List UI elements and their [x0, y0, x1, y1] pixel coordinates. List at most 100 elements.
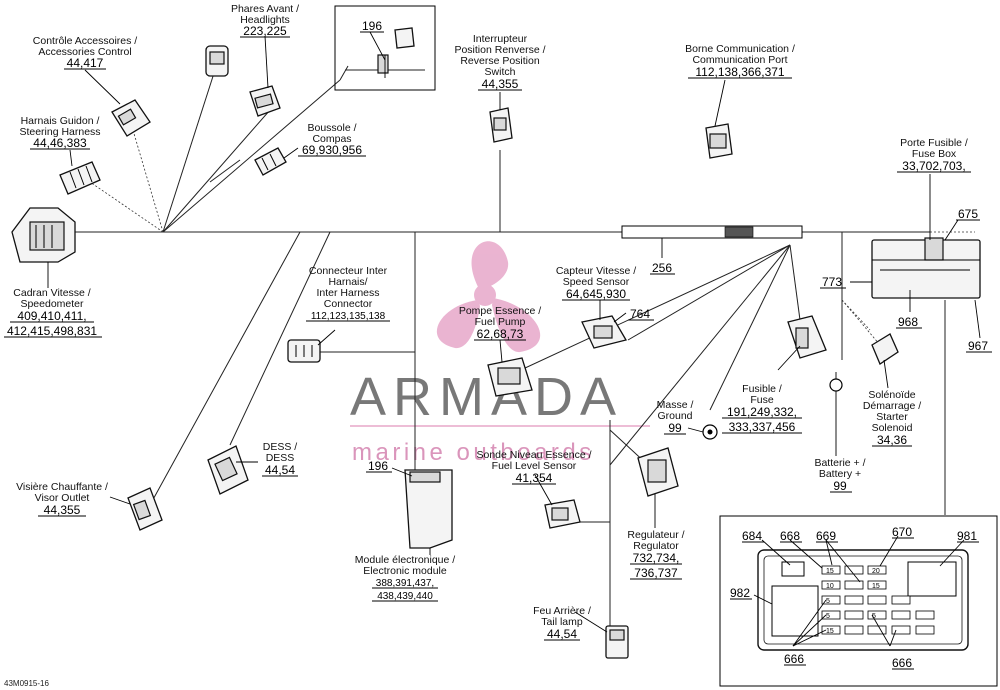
fuse-box-housing	[871, 237, 981, 299]
ref-968: 968	[898, 315, 918, 329]
ground-terminal	[702, 424, 718, 440]
visor-outlet-connector	[127, 487, 163, 531]
part-numbers: 44,46,383	[33, 136, 87, 150]
reverse-switch-connector	[489, 107, 513, 143]
ref-669: 669	[816, 529, 836, 543]
part-numbers: 388,391,437,	[376, 578, 434, 589]
label-tail-lamp: Feu Arrière / Tail lamp 44,54	[533, 605, 591, 641]
part-numbers: 732,734,	[633, 551, 680, 565]
accessories-control-connector	[111, 99, 151, 137]
label-line: Feu Arrière /	[533, 605, 591, 617]
label-line: Fuel Level Sensor	[492, 460, 577, 472]
label-line: Compas	[312, 133, 351, 145]
battery-terminal	[829, 372, 843, 392]
tail-lamp-connector	[605, 625, 629, 659]
label-accessories-control: Contrôle Accessoires / Accessories Contr…	[33, 35, 138, 70]
fuse-rating: 5	[826, 598, 830, 605]
starter-solenoid-connector	[871, 333, 899, 365]
ref-670: 670	[892, 525, 912, 539]
ref-196-inset	[334, 5, 436, 91]
label-line: Porte Fusible /	[900, 137, 968, 149]
label-line: Démarrage /	[863, 400, 921, 412]
label-battery: Batterie + / Battery + 99	[814, 457, 865, 493]
label-line: Inter Harness	[316, 287, 379, 299]
label-line: Phares Avant /	[231, 3, 299, 15]
label-line: Connecteur Inter	[309, 265, 388, 277]
fuse-rating: 10	[826, 583, 834, 590]
label-line: Position Renverse /	[454, 44, 545, 56]
watermark-title: ARMADA	[350, 367, 623, 427]
fuel-level-sensor-connector	[544, 499, 581, 529]
harness-sleeve-256	[621, 225, 803, 239]
fuse-holder	[787, 315, 827, 359]
label-line: DESS /	[263, 441, 298, 453]
label-line: Capteur Vitesse /	[556, 265, 636, 277]
part-numbers: 438,439,440	[377, 591, 433, 602]
label-line: Speedometer	[20, 298, 84, 310]
part-numbers: 409,410,411,	[17, 309, 86, 323]
ref-666-right: 666	[892, 656, 912, 670]
label-fuse: Fusible / Fuse 191,249,332, 333,337,456	[722, 383, 802, 434]
part-numbers: 99	[668, 421, 682, 435]
fuse-rating: 15	[872, 583, 880, 590]
label-line: Cadran Vitesse /	[13, 287, 91, 299]
label-line: Headlights	[240, 14, 290, 26]
label-line: Visière Chauffante /	[16, 481, 108, 493]
label-line: Boussole /	[307, 122, 356, 134]
label-line: Fuel Pump	[475, 316, 526, 328]
part-numbers: 191,249,332,	[727, 405, 797, 419]
label-leaders	[47, 31, 981, 633]
regulator-connector	[637, 447, 679, 497]
fuse-slots	[821, 565, 935, 635]
label-fuel-pump: Pompe Essence / Fuel Pump 62,68,73	[459, 305, 541, 341]
label-ref-196-top: 196	[360, 19, 384, 33]
label-compass: Boussole / Compas 69,930,956	[298, 122, 366, 157]
label-line: DESS	[266, 452, 295, 464]
label-line: Solenoid	[872, 422, 913, 434]
part-numbers: 33,702,703,	[902, 159, 965, 173]
part-numbers: 223,225	[243, 24, 287, 38]
steering-harness-connector	[59, 161, 101, 195]
ref-196-lower: 196	[368, 459, 388, 473]
label-line: Communication Port	[692, 54, 787, 66]
label-visor-outlet: Visière Chauffante / Visor Outlet 44,355	[16, 481, 108, 517]
part-numbers: 69,930,956	[302, 143, 362, 157]
label-line: Fuse	[750, 394, 774, 406]
label-line: Visor Outlet	[35, 492, 90, 504]
label-line: Speed Sensor	[563, 276, 630, 288]
label-dess: DESS / DESS 44,54	[262, 441, 298, 477]
headlights-connector-a	[205, 45, 229, 77]
watermark-propeller	[436, 241, 541, 353]
label-line: Interrupteur	[473, 33, 528, 45]
label-line: Switch	[485, 66, 516, 78]
label-line: Module électronique /	[355, 554, 455, 566]
watermark-subtitle: marine outboards	[352, 439, 595, 466]
headlights-connector-b	[249, 85, 281, 117]
label-speedometer: Cadran Vitesse / Speedometer 409,410,411…	[4, 287, 102, 338]
ref-981: 981	[957, 529, 977, 543]
communication-port-connector	[705, 123, 733, 159]
ref-668: 668	[780, 529, 800, 543]
part-numbers: 44,355	[482, 77, 519, 91]
ref-967: 967	[968, 339, 988, 353]
speed-sensor-connector	[581, 315, 627, 349]
inter-harness-connector	[287, 339, 321, 363]
drawing-id: 43M0915-16	[4, 679, 49, 688]
label-line: Battery +	[819, 468, 861, 480]
fuse-box-detail: 15 10 15 5 5 20 15 5 684 668 669 670 981…	[719, 515, 998, 687]
label-line: Fusible /	[742, 383, 782, 395]
part-numbers: 44,355	[44, 503, 81, 517]
part-numbers: 44,54	[547, 627, 577, 641]
label-electronic-module: Module électronique / Electronic module …	[355, 554, 455, 602]
part-numbers: 736,737	[634, 566, 678, 580]
label-line: Solénoïde	[868, 389, 915, 401]
fuse-rating: 5	[826, 613, 830, 620]
part-numbers: 34,36	[877, 433, 907, 447]
label-speed-sensor: Capteur Vitesse / Speed Sensor 64,645,93…	[556, 265, 636, 301]
ref-675: 675	[958, 207, 978, 221]
label-line: Tail lamp	[541, 616, 583, 628]
label-line: Borne Communication /	[685, 43, 795, 55]
fuse-rating: 15	[826, 628, 834, 635]
